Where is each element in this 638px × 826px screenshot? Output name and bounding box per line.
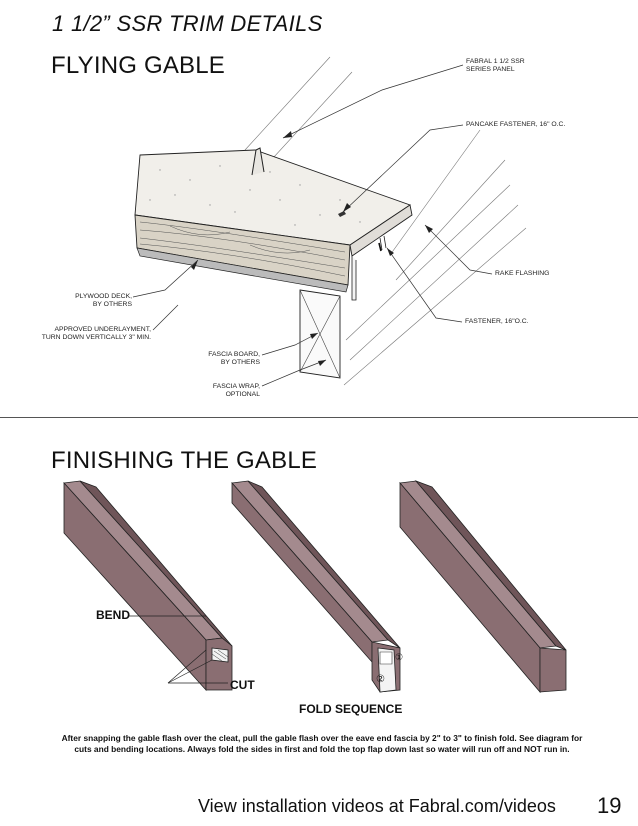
plywood-callout: PLYWOOD DECK, BY OTHERS bbox=[60, 293, 132, 310]
underlayment-callout: APPROVED UNDERLAYMENT, TURN DOWN VERTICA… bbox=[40, 326, 151, 343]
finishing-instructions: After snapping the gable flash over the … bbox=[61, 733, 583, 754]
panel-callout: FABRAL 1 1/2 SSR SERIES PANEL bbox=[466, 58, 525, 75]
step-1-marker: ① bbox=[395, 652, 404, 662]
page-number: 19 bbox=[597, 793, 622, 818]
fascia-board-callout-line2: BY OTHERS bbox=[220, 359, 260, 367]
underlayment-callout-line2: TURN DOWN VERTICALLY 3" MIN. bbox=[41, 334, 151, 342]
rake-flashing-callout: RAKE FLASHING bbox=[495, 270, 550, 277]
step-2-marker: ② bbox=[376, 674, 385, 685]
gable-flash-piece-3 bbox=[399, 480, 567, 694]
finishing-gable-heading: FINISHING THE GABLE bbox=[51, 447, 318, 474]
panel-callout-line1: FABRAL 1 1/2 SSR bbox=[466, 58, 525, 65]
flying-gable-heading: FLYING GABLE bbox=[51, 52, 226, 79]
section-divider bbox=[0, 417, 638, 418]
fascia-wrap-callout-line2: OPTIONAL bbox=[225, 391, 260, 399]
fascia-board-callout: FASCIA BOARD, BY OTHERS bbox=[190, 351, 260, 368]
bend-label: BEND bbox=[96, 608, 131, 622]
footer-videos-text: View installation videos at Fabral.com/v… bbox=[198, 796, 556, 816]
gable-flash-piece-2 bbox=[231, 480, 401, 693]
panel-callout-line2: SERIES PANEL bbox=[466, 66, 515, 74]
fastener-callout: FASTENER, 16"O.C. bbox=[465, 318, 529, 325]
rake-flashing bbox=[349, 204, 413, 257]
fascia-wrap-callout-line1: FASCIA WRAP, bbox=[212, 383, 260, 390]
document-title: 1 1/2” SSR TRIM DETAILS bbox=[52, 11, 323, 36]
plywood-callout-line1: PLYWOOD DECK, bbox=[75, 293, 132, 300]
underlayment-callout-line1: APPROVED UNDERLAYMENT, bbox=[54, 326, 151, 333]
fold-sequence-label: FOLD SEQUENCE bbox=[299, 702, 403, 716]
fascia-wrap-callout: FASCIA WRAP, OPTIONAL bbox=[190, 383, 260, 400]
fascia-board-callout-line1: FASCIA BOARD, bbox=[208, 351, 260, 358]
cut-label: CUT bbox=[230, 678, 255, 692]
plywood-callout-line2: BY OTHERS bbox=[92, 301, 132, 309]
pancake-fastener-callout: PANCAKE FASTENER, 16" O.C. bbox=[466, 121, 566, 128]
gable-flash-piece-1 bbox=[63, 480, 233, 692]
